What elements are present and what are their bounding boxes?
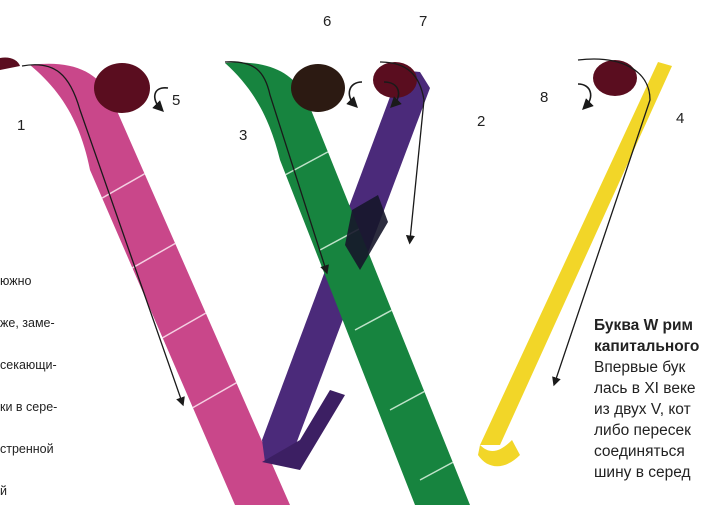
left-paragraph: южно же, заме- секающи- ки в сере- стрен… <box>0 246 90 512</box>
left-line: ки в сере- <box>0 400 90 414</box>
letter-w-caption: Буква W рим капитального Впервые бук лас… <box>594 315 706 483</box>
caption-body-line: шину в серед <box>594 462 706 483</box>
caption-body-line: из двух V, кот <box>594 399 706 420</box>
stroke-number-8: 8 <box>540 90 548 105</box>
caption-body-line: соединяться <box>594 441 706 462</box>
serif-cap-3 <box>373 62 417 98</box>
caption-body-line: лась в XI веке <box>594 378 706 399</box>
serif-fragment <box>0 57 20 70</box>
left-line: же, заме- <box>0 316 90 330</box>
stroke-number-2: 2 <box>477 114 485 129</box>
left-line: й <box>0 484 90 498</box>
curl-arrow-8 <box>578 84 591 106</box>
stroke-number-4: 4 <box>676 111 684 126</box>
caption-title-line: капитального <box>594 336 706 357</box>
curl-arrow-6 <box>349 82 362 104</box>
caption-body-line: либо пересек <box>594 420 706 441</box>
serif-cap-4 <box>593 60 637 96</box>
stroke-number-6: 6 <box>323 14 331 29</box>
green-stroke <box>225 62 470 505</box>
caption-title-line: Буква W рим <box>594 315 706 336</box>
left-line: секающи- <box>0 358 90 372</box>
stroke-number-3: 3 <box>239 128 247 143</box>
left-line: стренной <box>0 442 90 456</box>
serif-cap-2 <box>291 64 345 112</box>
caption-body-line: Впервые бук <box>594 357 706 378</box>
stroke-number-7: 7 <box>419 14 427 29</box>
curl-arrow-5 <box>155 88 168 108</box>
stroke-number-1: 1 <box>17 118 25 133</box>
serif-cap-1 <box>94 63 150 113</box>
stroke-number-5: 5 <box>172 93 180 108</box>
left-line: южно <box>0 274 90 288</box>
